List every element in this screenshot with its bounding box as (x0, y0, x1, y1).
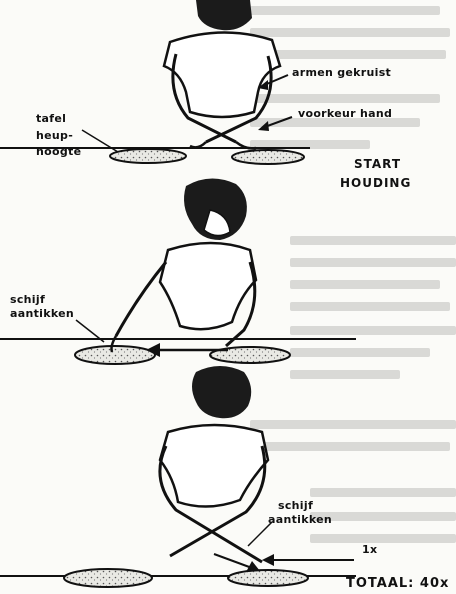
label-aantikken-1: aantikken (10, 308, 74, 320)
label-heup: heup- (36, 130, 73, 142)
label-start: START (354, 158, 401, 170)
head (196, 0, 252, 30)
label-hoogte: hoogte (36, 146, 81, 158)
disc-left (75, 346, 155, 364)
figure-tap-left (0, 178, 356, 364)
disc-right (232, 150, 304, 164)
label-houding: HOUDING (340, 177, 411, 189)
label-tafel: tafel (36, 113, 66, 125)
head (192, 366, 251, 418)
disc-left (110, 149, 186, 163)
label-schijf-2: schijf (278, 500, 313, 512)
label-repeat-count: 1x (362, 544, 377, 556)
label-total: TOTAAL: 40x (346, 578, 449, 590)
disc-left (64, 569, 152, 587)
label-schijf-1: schijf (10, 294, 45, 306)
label-aantikken-2: aantikken (268, 514, 332, 526)
figure-tap-right (0, 366, 356, 587)
label-voorkeur-hand: voorkeur hand (298, 108, 392, 120)
disc-right (228, 570, 308, 586)
label-armen-gekruist: armen gekruist (292, 67, 391, 79)
